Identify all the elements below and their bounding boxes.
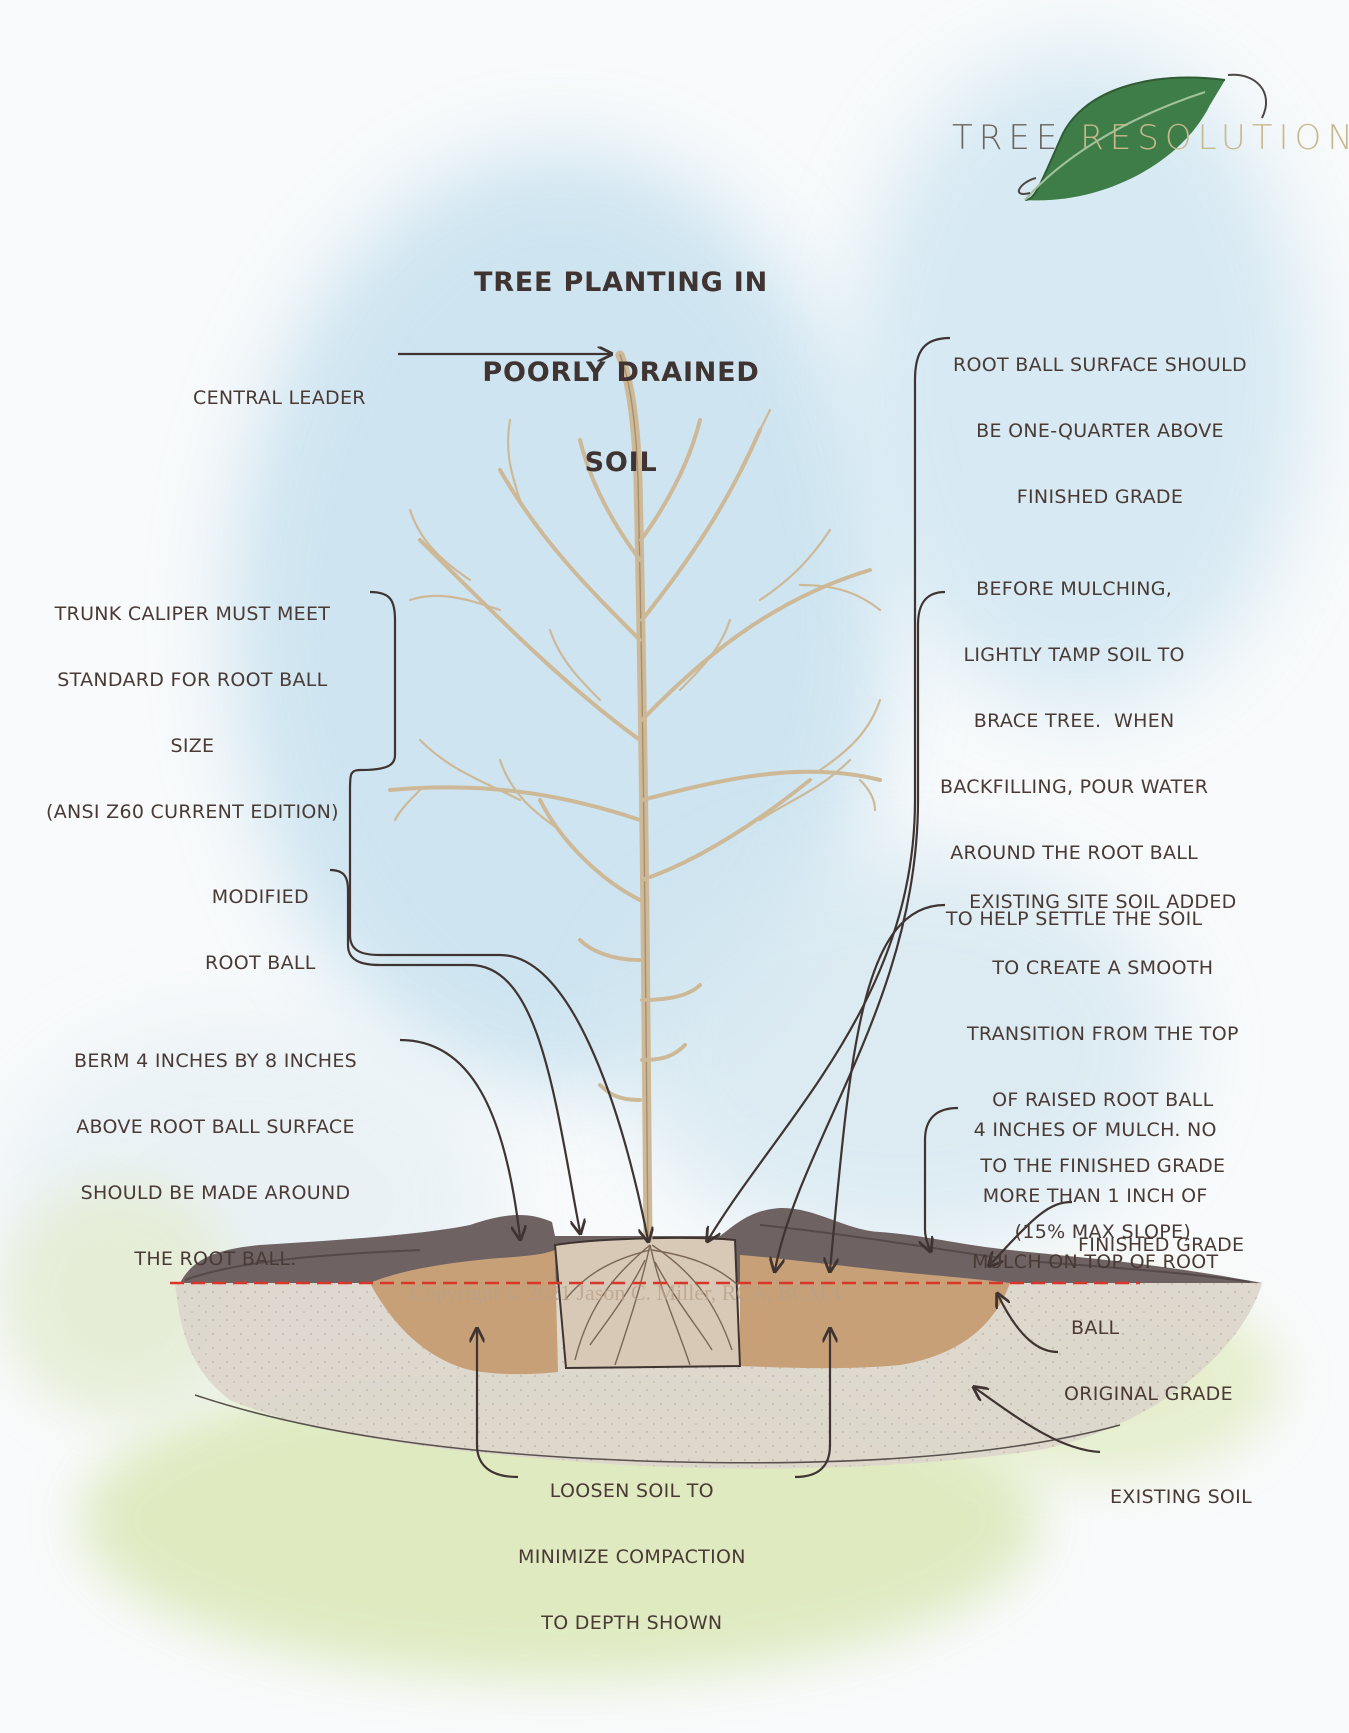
brand-word-tree: TREE: [952, 118, 1080, 158]
label-loosen-soil: LOOSEN SOIL TO MINIMIZE COMPACTION TO DE…: [518, 1436, 746, 1678]
brand-logo-text: TREE RESOLUTIONS: [952, 118, 1349, 158]
brand-word-resolutions: RESOLUTIONS: [1080, 118, 1349, 158]
diagram-title: TREE PLANTING IN POORLY DRAINED SOIL: [474, 208, 768, 538]
copyright-watermark: Copyright © 2021 Jason C. Miller, RCA, B…: [410, 1280, 843, 1306]
label-existing-soil: EXISTING SOIL: [1110, 1442, 1252, 1552]
label-berm: BERM 4 INCHES BY 8 INCHES ABOVE ROOT BAL…: [74, 1006, 357, 1314]
label-root-ball-surface: ROOT BALL SURFACE SHOULD BE ONE-QUARTER …: [953, 310, 1247, 552]
label-finished-grade: FINISHED GRADE: [1078, 1190, 1244, 1300]
label-original-grade: ORIGINAL GRADE: [1064, 1339, 1233, 1449]
label-trunk-caliper: TRUNK CALIPER MUST MEET STANDARD FOR ROO…: [46, 559, 339, 867]
label-central-leader: CENTRAL LEADER: [193, 343, 366, 453]
label-modified-root-ball: MODIFIED ROOT BALL: [205, 842, 316, 1018]
